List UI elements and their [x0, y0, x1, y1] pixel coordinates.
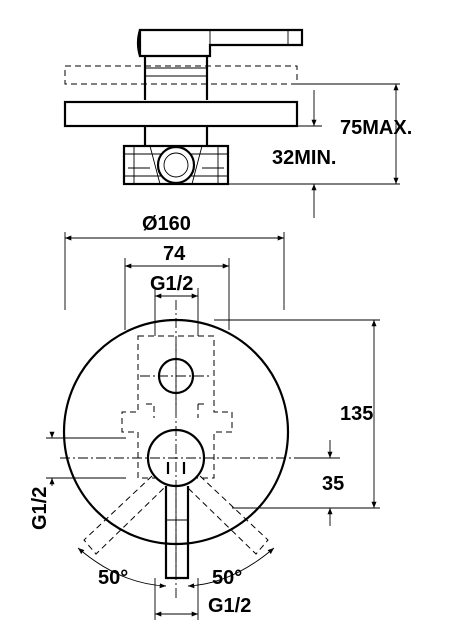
dim-75max-label: 75MAX.: [340, 117, 412, 139]
dim-diameter-label: Ø160: [142, 213, 191, 235]
dim-74-label: 74: [163, 243, 186, 265]
dimension-offset: 35: [300, 440, 344, 526]
lever-handle: [136, 28, 304, 58]
angle-left-label: 50°: [98, 567, 128, 589]
cover-plate-min-outline: [64, 65, 298, 85]
dimension-min-depth: 32MIN.: [272, 90, 336, 218]
lever-right-50deg: [187, 475, 269, 555]
angle-right: 50°: [187, 547, 275, 589]
angle-left: 50°: [77, 547, 167, 589]
dimension-top-port: G1/2: [150, 273, 199, 336]
lever-left-50deg: [83, 475, 165, 555]
wall-box-hidden-outline: [121, 335, 233, 479]
dim-35-label: 35: [322, 473, 344, 495]
dimension-height: 135: [214, 319, 380, 509]
dimension-diameter: Ø160: [64, 213, 285, 310]
lever-down: [164, 486, 190, 580]
valve-stem: [143, 56, 209, 100]
front-view: Ø160 74 G1/2: [29, 213, 380, 620]
dim-32min-label: 32MIN.: [272, 147, 336, 169]
dimension-overall-depth: 75MAX.: [228, 83, 412, 185]
cover-plate: [63, 100, 299, 128]
dim-side-port-label: G1/2: [29, 487, 51, 530]
dim-135-label: 135: [340, 403, 373, 425]
dim-bottom-port-label: G1/2: [208, 595, 251, 617]
dim-top-port-label: G1/2: [150, 273, 193, 295]
side-view: 75MAX. 32MIN.: [63, 28, 412, 218]
wall-box: [122, 126, 230, 186]
dimension-bottom-port: G1/2: [154, 578, 251, 620]
angle-right-label: 50°: [212, 567, 242, 589]
dimension-side-port: G1/2: [29, 431, 126, 530]
dimension-box-width: 74: [124, 243, 230, 330]
